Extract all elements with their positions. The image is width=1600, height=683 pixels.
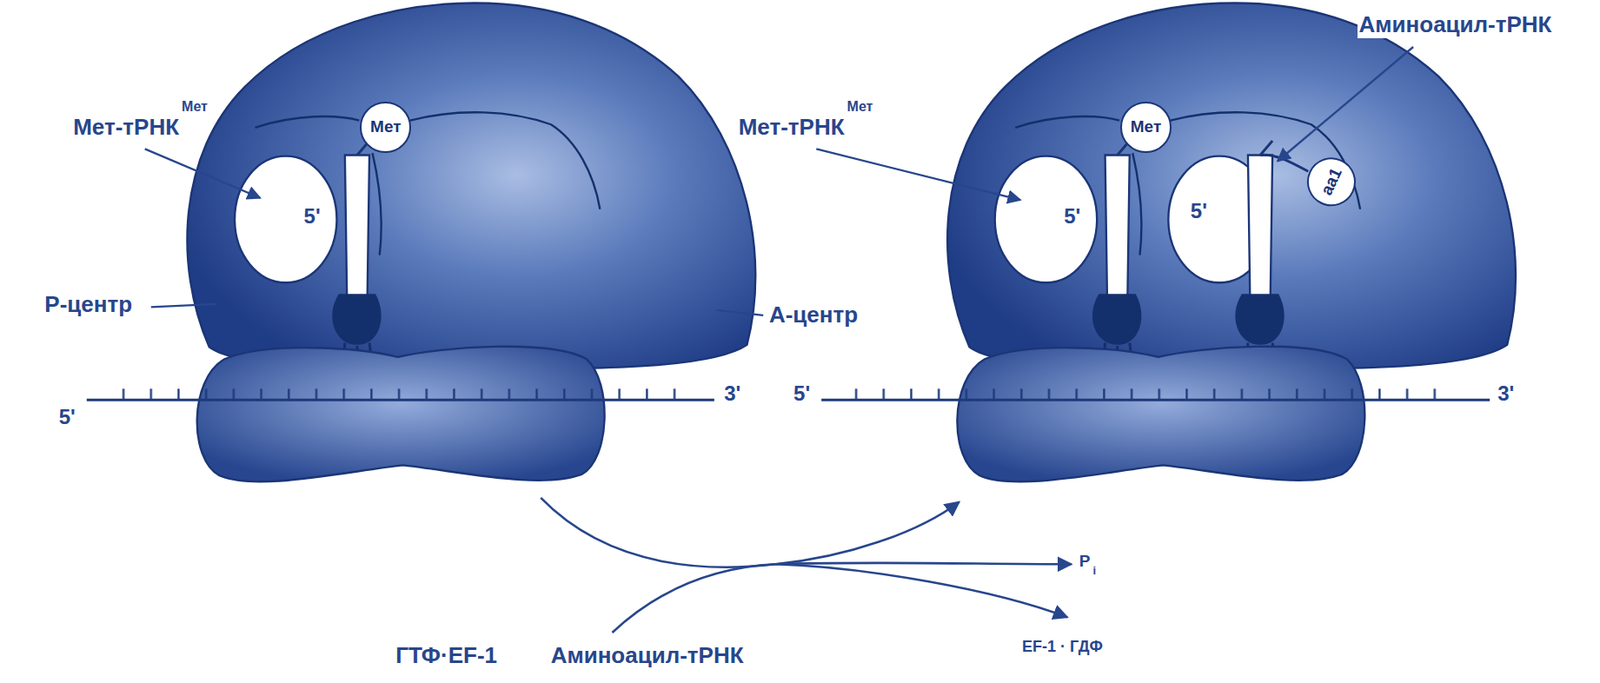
prime-end-label: 3' <box>722 381 743 406</box>
subscript-label: i <box>1091 564 1099 578</box>
ribosome-left <box>86 3 756 483</box>
amino-acid-circle: Мет <box>359 101 412 153</box>
ribosome-right <box>821 3 1516 483</box>
prime-end-label: 5' <box>1188 199 1209 224</box>
node-text: Мет <box>1130 118 1162 137</box>
reagent-label: ГТФ·EF-1 <box>393 643 499 670</box>
superscript-label: Мет <box>179 99 210 115</box>
superscript-label: Мет <box>845 99 876 115</box>
amino-acid-circle: Мет <box>1120 101 1172 153</box>
prime-end-label: 5' <box>1062 204 1083 229</box>
node-text: Мет <box>370 118 401 137</box>
trna-label: Аминоацил-тРНК <box>1357 12 1554 39</box>
prime-end-label: 5' <box>302 204 323 229</box>
site-label: Р-центр <box>42 292 134 319</box>
leader-lines <box>145 46 1414 316</box>
prime-end-label: 5' <box>791 381 812 406</box>
trna-label: Мет-тРНК <box>71 114 181 141</box>
prime-end-label: 3' <box>1495 381 1516 406</box>
site-label: А-центр <box>767 302 860 329</box>
trna-label: Мет-тРНК <box>736 114 847 141</box>
reagent-label: Аминоацил-тРНК <box>549 643 746 670</box>
product-label: EF-1 · ГДФ <box>1020 637 1105 657</box>
node-text: aa1 <box>1317 165 1346 199</box>
reaction-arrows <box>540 497 1072 633</box>
prime-end-label: 5' <box>57 404 78 430</box>
phosphate-label: P <box>1077 551 1093 571</box>
